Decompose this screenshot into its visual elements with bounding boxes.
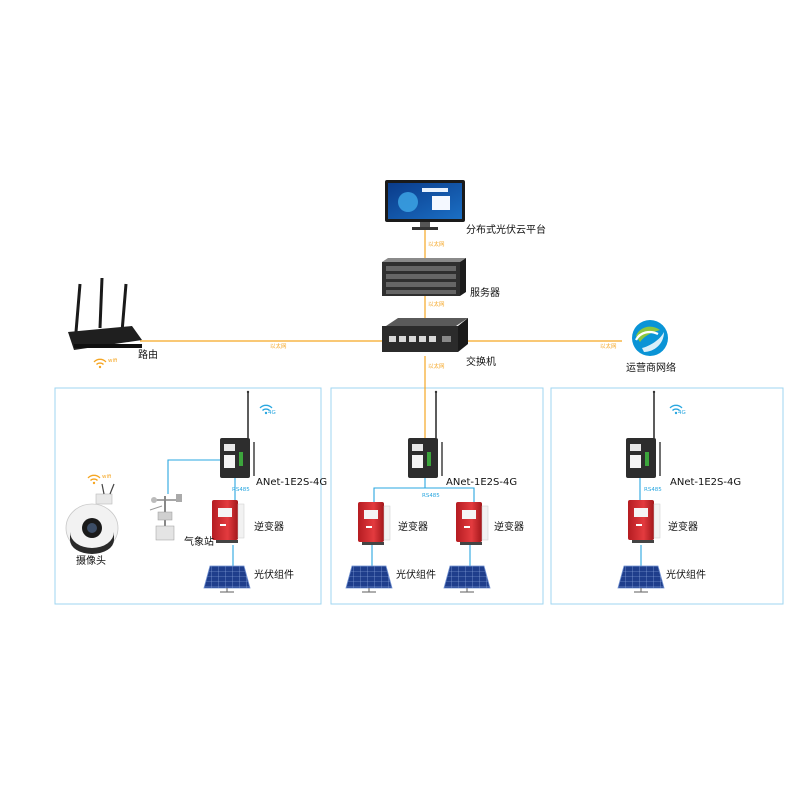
rs485-label-group-2: RS485 xyxy=(422,493,440,499)
group-box-3 xyxy=(550,387,784,605)
server-rack-icon xyxy=(382,258,466,296)
rs485-links-group-2 xyxy=(371,478,475,566)
camera-label: 摄像头 xyxy=(76,554,106,567)
ethernet-label-platform-server: 以太网 xyxy=(428,240,445,248)
gateway-icon-group-3 xyxy=(625,389,661,479)
rs485-links-group-3 xyxy=(639,478,642,566)
inverter-icon-group-2-b xyxy=(455,501,489,546)
signal-4g-tag-group-1: 4G xyxy=(268,410,276,416)
inverter-label-group-1: 逆变器 xyxy=(254,520,284,533)
panel-label-group-2: 光伏组件 xyxy=(396,568,436,581)
panel-label-group-3: 光伏组件 xyxy=(666,568,706,581)
gateway-label-group-3: ANet-1E2S-4G xyxy=(670,477,741,488)
gateway-icon-group-1 xyxy=(219,389,255,479)
group-box-2 xyxy=(330,387,544,605)
rs485-label-group-3: RS485 xyxy=(644,487,662,493)
server-label: 服务器 xyxy=(470,286,500,299)
group-box-1 xyxy=(54,387,322,605)
router-wifi-tag: wifi xyxy=(108,358,118,364)
panel-label-group-1: 光伏组件 xyxy=(254,568,294,581)
router-icon xyxy=(68,277,142,350)
weather-station-icon xyxy=(149,494,182,541)
solar-panel-icon-group-3 xyxy=(617,565,665,593)
camera-wifi-tag: wifi xyxy=(102,474,112,480)
inverter-icon-group-1 xyxy=(211,499,245,544)
ethernet-label-switch-carrier: 以太网 xyxy=(600,342,617,350)
signal-4g-tag-group-3: 4G xyxy=(678,410,686,416)
ethernet-label-switch-gateway: 以太网 xyxy=(428,362,445,370)
camera-wifi-icon xyxy=(87,474,101,485)
ethernet-label-router-switch: 以太网 xyxy=(270,342,287,350)
network-switch-icon xyxy=(382,318,468,352)
platform-label: 分布式光伏云平台 xyxy=(466,223,546,236)
rs485-label-group-1: RS485 xyxy=(232,487,250,493)
camera-icon xyxy=(65,483,119,554)
weather-station-label: 气象站 xyxy=(184,535,214,548)
inverter-icon-group-3 xyxy=(627,499,661,544)
solar-panel-icon-group-1 xyxy=(203,565,251,593)
china-mobile-logo xyxy=(632,320,668,356)
inverter-icon-group-2-a xyxy=(357,501,391,546)
rs485-links-group-1 xyxy=(167,459,236,566)
inverter-label-group-3: 逆变器 xyxy=(668,520,698,533)
gateway-label-group-2: ANet-1E2S-4G xyxy=(446,477,517,488)
ethernet-links xyxy=(140,228,622,440)
solar-panel-icon-group-2-b xyxy=(443,565,491,593)
inverter-label-group-2-a: 逆变器 xyxy=(398,520,428,533)
router-label: 路由 xyxy=(138,348,158,361)
switch-label: 交换机 xyxy=(466,355,496,368)
monitor-icon xyxy=(385,180,465,230)
gateway-label-group-1: ANet-1E2S-4G xyxy=(256,477,327,488)
inverter-label-group-2-b: 逆变器 xyxy=(494,520,524,533)
solar-panel-icon-group-2-a xyxy=(345,565,393,593)
carrier-label: 运营商网络 xyxy=(626,361,676,374)
ethernet-label-server-switch: 以太网 xyxy=(428,300,445,308)
router-wifi-icon xyxy=(93,358,107,369)
